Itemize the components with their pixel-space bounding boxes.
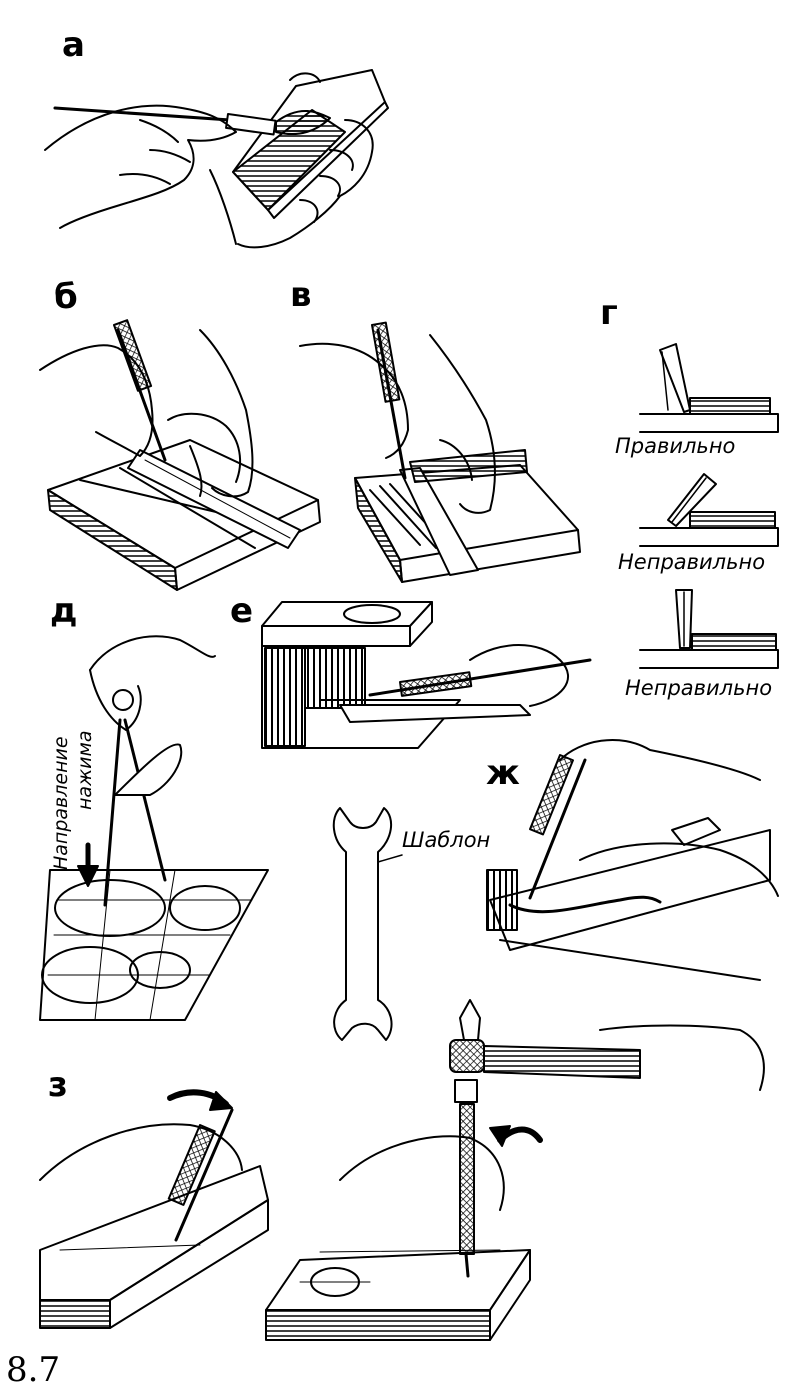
caption-incorrect-1: Неправильно: [618, 550, 766, 574]
panel-wrench-drawing: [332, 807, 403, 1041]
panel-z-left-drawing: [39, 1089, 269, 1329]
panel-b-drawing: [39, 319, 321, 591]
figure-number: 8.7: [6, 1350, 61, 1390]
panel-v-drawing: [299, 321, 581, 583]
panel-label-e: е: [230, 591, 254, 631]
panel-e-drawing: [261, 601, 592, 749]
caption-direction-line1: Направление: [50, 736, 72, 870]
panel-z-right-drawing: [265, 999, 765, 1341]
panel-label-g: г: [600, 293, 618, 333]
panel-label-v: в: [290, 275, 312, 315]
caption-direction-line2: нажима: [74, 730, 96, 810]
panel-label-zh: ж: [486, 753, 520, 793]
caption-incorrect-2: Неправильно: [625, 676, 773, 700]
panel-a-drawing: [44, 69, 389, 249]
panel-zh-drawing: [486, 739, 779, 981]
caption-template: Шаблон: [402, 828, 491, 852]
panel-label-b: б: [54, 277, 78, 317]
panel-label-z: з: [48, 1065, 68, 1105]
panel-label-a: а: [62, 25, 85, 65]
panel-label-d: д: [50, 591, 78, 631]
panel-d-drawing: [39, 635, 269, 1021]
panel-g-drawing: [639, 343, 779, 669]
caption-correct: Правильно: [615, 434, 736, 458]
